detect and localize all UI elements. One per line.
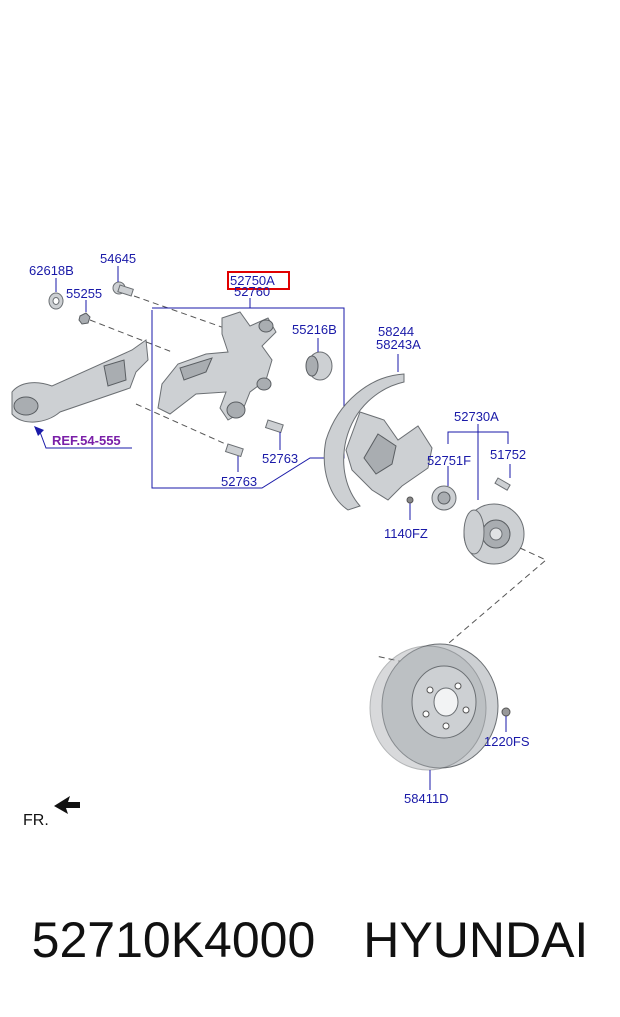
label-55216B[interactable]: 55216B	[292, 322, 337, 337]
axis-line	[375, 547, 547, 667]
label-52763-lower[interactable]: 52763	[221, 474, 257, 489]
label-52763-upper[interactable]: 52763	[262, 451, 298, 466]
wheel-hub-52730A	[463, 503, 525, 565]
label-52751F[interactable]: 52751F	[427, 453, 471, 468]
bushing-62618B	[48, 292, 64, 310]
label-62618B[interactable]: 62618B	[29, 263, 74, 278]
label-1220FS[interactable]: 1220FS	[484, 734, 530, 749]
label-52750A[interactable]: 52750A	[230, 273, 275, 288]
screw-1220FS	[501, 707, 511, 717]
bolt-52763-lower	[224, 443, 244, 458]
front-arrow-icon	[54, 796, 80, 814]
label-51752[interactable]: 51752	[490, 447, 526, 462]
label-58411D[interactable]: 58411D	[404, 791, 449, 806]
bolt-52763-upper	[264, 419, 284, 434]
label-52760[interactable]: 52760	[234, 284, 270, 299]
bolt-54645	[112, 281, 134, 297]
label-52730A[interactable]: 52730A	[454, 409, 499, 424]
label-54645[interactable]: 54645	[100, 251, 136, 266]
knuckle-group-bracket	[151, 307, 345, 489]
nut-55255	[78, 312, 91, 325]
cap-52751F	[431, 485, 457, 511]
bushing-55216B	[305, 351, 333, 381]
label-55255[interactable]: 55255	[66, 286, 102, 301]
dust-shield-58244	[323, 373, 433, 511]
label-58244[interactable]: 58244	[378, 324, 414, 339]
part-number: 52710K4000	[31, 912, 316, 968]
axis-line	[133, 295, 231, 331]
trailing-arm	[11, 339, 149, 423]
label-ref[interactable]: REF.54-555	[52, 433, 121, 448]
axis-line	[89, 319, 173, 353]
highlight-box	[227, 271, 290, 290]
hub-bolt-51752	[494, 477, 511, 491]
label-fr: FR.	[23, 812, 49, 829]
knuckle-52760	[157, 311, 277, 421]
caption: 52710K4000 HYUNDAI	[0, 905, 620, 975]
screw-1140FZ	[406, 496, 414, 504]
axis-line	[135, 403, 231, 447]
ref-arrowhead	[34, 426, 44, 436]
ref-leader	[39, 431, 132, 449]
label-58243A[interactable]: 58243A	[376, 337, 421, 352]
brand-name: HYUNDAI	[363, 912, 589, 968]
label-1140FZ[interactable]: 1140FZ	[384, 526, 428, 541]
brake-disc-58411D	[369, 643, 499, 771]
